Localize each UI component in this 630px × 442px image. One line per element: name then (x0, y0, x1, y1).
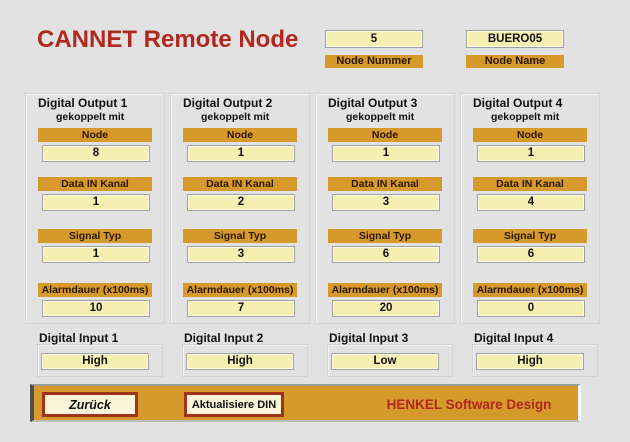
output-3-title: Digital Output 3 (328, 96, 418, 110)
node-number-field[interactable]: 5 (325, 30, 423, 48)
footer-bar: Zurück Aktualisiere DIN HENKEL Software … (30, 384, 581, 422)
signal-typ-label: Signal Typ (38, 229, 152, 243)
input-1-value: High (41, 353, 149, 370)
output-4-title: Digital Output 4 (473, 96, 563, 110)
node-name-group: BUERO05 Node Name (466, 30, 564, 68)
signal-typ-value[interactable]: 6 (477, 246, 585, 263)
output-2-subtitle: gekoppelt mit (201, 111, 270, 123)
input-1-panel: High (37, 344, 163, 377)
input-4-panel: High (472, 344, 598, 377)
output-4-subtitle: gekoppelt mit (491, 111, 560, 123)
signal-typ-label: Signal Typ (473, 229, 587, 243)
data-in-kanal-value[interactable]: 3 (332, 194, 440, 211)
output-1-panel: Digital Output 1 gekoppelt mit Node 8 Da… (25, 93, 165, 324)
output-2-panel: Digital Output 2 gekoppelt mit Node 1 Da… (170, 93, 310, 324)
node-name-label: Node Name (466, 55, 564, 68)
alarmdauer-label: Alarmdauer (x100ms) (328, 283, 442, 297)
node-number-group: 5 Node Nummer (325, 30, 423, 68)
alarmdauer-label: Alarmdauer (x100ms) (183, 283, 297, 297)
node-label: Node (473, 128, 587, 142)
input-2-value: High (186, 353, 294, 370)
node-value[interactable]: 8 (42, 145, 150, 162)
node-label: Node (38, 128, 152, 142)
data-in-kanal-label: Data IN Kanal (328, 177, 442, 191)
data-in-kanal-value[interactable]: 2 (187, 194, 295, 211)
signal-typ-label: Signal Typ (328, 229, 442, 243)
input-1-group: Digital Input 1 High (25, 331, 165, 377)
node-number-label: Node Nummer (325, 55, 423, 68)
node-label: Node (183, 128, 297, 142)
back-button[interactable]: Zurück (42, 392, 138, 417)
data-in-kanal-value[interactable]: 1 (42, 194, 150, 211)
output-1-title: Digital Output 1 (38, 96, 128, 110)
input-2-title: Digital Input 2 (184, 331, 264, 345)
output-4-panel: Digital Output 4 gekoppelt mit Node 1 Da… (460, 93, 600, 324)
page-title: CANNET Remote Node (37, 26, 299, 53)
alarmdauer-value[interactable]: 20 (332, 300, 440, 317)
brand-text: HENKEL Software Design (386, 397, 552, 412)
node-label: Node (328, 128, 442, 142)
signal-typ-value[interactable]: 1 (42, 246, 150, 263)
input-2-panel: High (182, 344, 308, 377)
alarmdauer-label: Alarmdauer (x100ms) (473, 283, 587, 297)
input-4-value: High (476, 353, 584, 370)
signal-typ-label: Signal Typ (183, 229, 297, 243)
data-in-kanal-value[interactable]: 4 (477, 194, 585, 211)
alarmdauer-value[interactable]: 10 (42, 300, 150, 317)
input-3-value: Low (331, 353, 439, 370)
node-value[interactable]: 1 (187, 145, 295, 162)
input-2-group: Digital Input 2 High (170, 331, 310, 377)
data-in-kanal-label: Data IN Kanal (473, 177, 587, 191)
input-1-title: Digital Input 1 (39, 331, 119, 345)
input-3-title: Digital Input 3 (329, 331, 409, 345)
data-in-kanal-label: Data IN Kanal (38, 177, 152, 191)
node-value[interactable]: 1 (477, 145, 585, 162)
output-3-subtitle: gekoppelt mit (346, 111, 415, 123)
data-in-kanal-label: Data IN Kanal (183, 177, 297, 191)
alarmdauer-value[interactable]: 7 (187, 300, 295, 317)
input-3-group: Digital Input 3 Low (315, 331, 455, 377)
update-din-button[interactable]: Aktualisiere DIN (184, 392, 284, 417)
input-4-group: Digital Input 4 High (460, 331, 600, 377)
output-3-panel: Digital Output 3 gekoppelt mit Node 1 Da… (315, 93, 455, 324)
alarmdauer-label: Alarmdauer (x100ms) (38, 283, 152, 297)
signal-typ-value[interactable]: 6 (332, 246, 440, 263)
alarmdauer-value[interactable]: 0 (477, 300, 585, 317)
node-value[interactable]: 1 (332, 145, 440, 162)
output-1-subtitle: gekoppelt mit (56, 111, 125, 123)
node-name-field[interactable]: BUERO05 (466, 30, 564, 48)
input-3-panel: Low (327, 344, 453, 377)
signal-typ-value[interactable]: 3 (187, 246, 295, 263)
output-2-title: Digital Output 2 (183, 96, 273, 110)
input-4-title: Digital Input 4 (474, 331, 554, 345)
